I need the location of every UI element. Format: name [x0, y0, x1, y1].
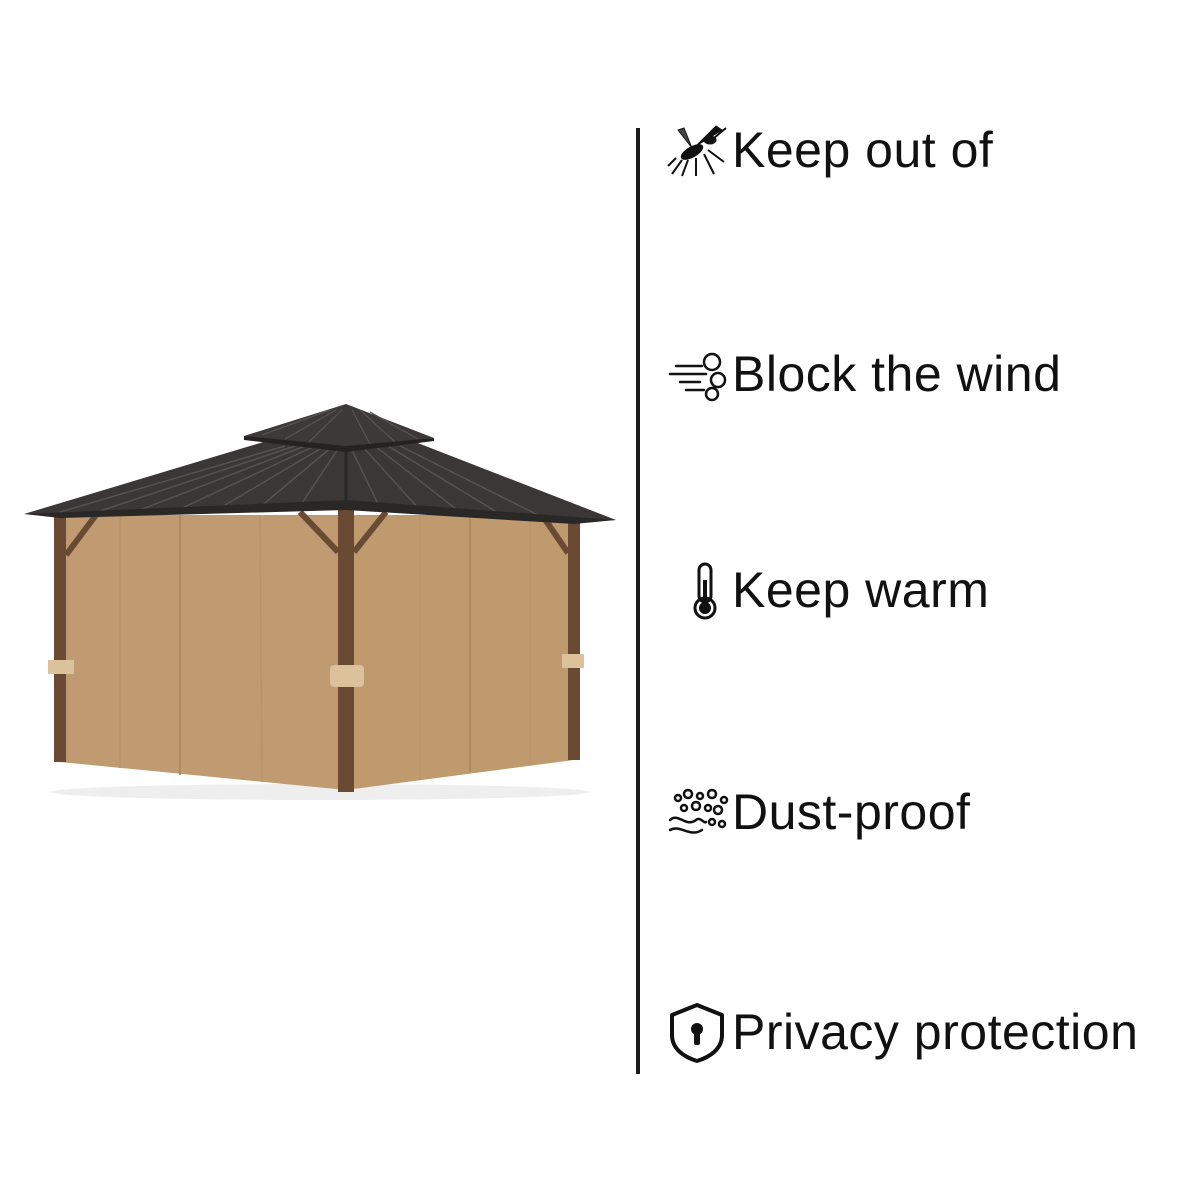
- mosquito-icon: [666, 120, 732, 180]
- post-right: [568, 515, 580, 760]
- thermometer-icon: [666, 560, 732, 620]
- feature-label: Privacy protection: [732, 1004, 1139, 1060]
- tieback-right: [562, 654, 584, 668]
- feature-label: Keep warm: [732, 562, 990, 618]
- vent-roof: [244, 404, 434, 450]
- feature-label: Dust-proof: [732, 784, 971, 840]
- gazebo-image: [24, 404, 616, 800]
- feature-privacy-protection: Privacy protection: [666, 1002, 1139, 1063]
- feature-block-wind: Block the wind: [666, 344, 1061, 404]
- ground-shadow: [50, 784, 590, 800]
- feature-keep-warm: Keep warm: [666, 560, 989, 620]
- shield-lock-icon: [666, 1002, 732, 1063]
- left-sidewall: [60, 515, 346, 790]
- tieback-left: [48, 660, 74, 674]
- post-center: [338, 505, 354, 792]
- vertical-divider: [636, 128, 640, 1074]
- wind-icon: [666, 344, 732, 404]
- feature-label: Block the wind: [732, 346, 1062, 402]
- main-roof: [24, 440, 616, 522]
- feature-keep-out-insects: Keep out of: [666, 120, 993, 180]
- front-sidewall: [346, 515, 574, 790]
- tieback-center: [330, 665, 364, 687]
- post-left: [54, 515, 66, 762]
- feature-label: Keep out of: [732, 122, 994, 178]
- feature-dust-proof: Dust-proof: [666, 782, 970, 842]
- dust-icon: [666, 782, 732, 842]
